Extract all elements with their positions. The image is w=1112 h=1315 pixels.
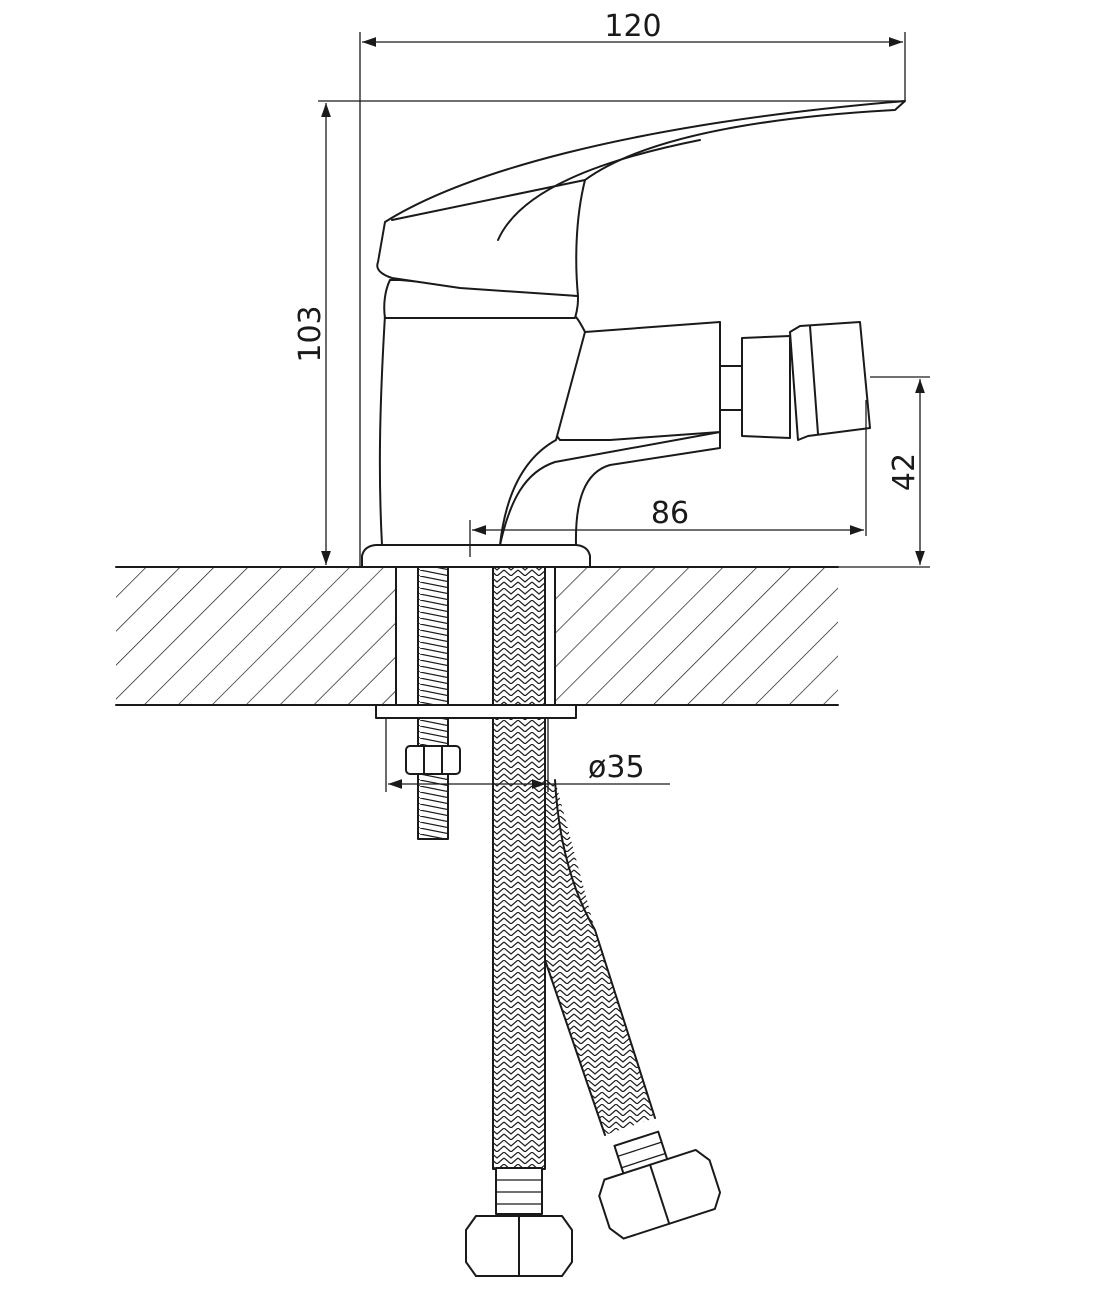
- base-flange: [361, 544, 591, 568]
- dimension-height: 103: [293, 100, 905, 565]
- dimension-hole-diameter: ø35: [385, 718, 670, 792]
- faucet-body: [378, 279, 721, 546]
- countertop-section: [115, 566, 930, 706]
- dimension-height-label: 103: [293, 305, 328, 362]
- backing-plate: [375, 704, 577, 719]
- flexible-hose-angled: [544, 779, 656, 1136]
- dimension-spout-height-label: 42: [887, 453, 922, 491]
- bidet-nozzle: [719, 321, 871, 441]
- dimension-width-label: 120: [604, 9, 661, 44]
- lock-nut: [405, 745, 461, 775]
- dimension-spout-reach-label: 86: [651, 496, 689, 531]
- dimension-spout-height: 42: [870, 376, 930, 565]
- threaded-stud: [417, 566, 449, 840]
- hose-fitting-angled: [598, 1130, 722, 1240]
- lever-handle: [376, 100, 906, 297]
- flexible-hose-straight: [492, 566, 546, 1170]
- dimension-spout-reach: 86: [469, 400, 867, 557]
- dimension-width: 120: [359, 9, 906, 567]
- hose-fitting-straight: [465, 1167, 573, 1277]
- dimension-hole-diameter-label: ø35: [588, 750, 645, 785]
